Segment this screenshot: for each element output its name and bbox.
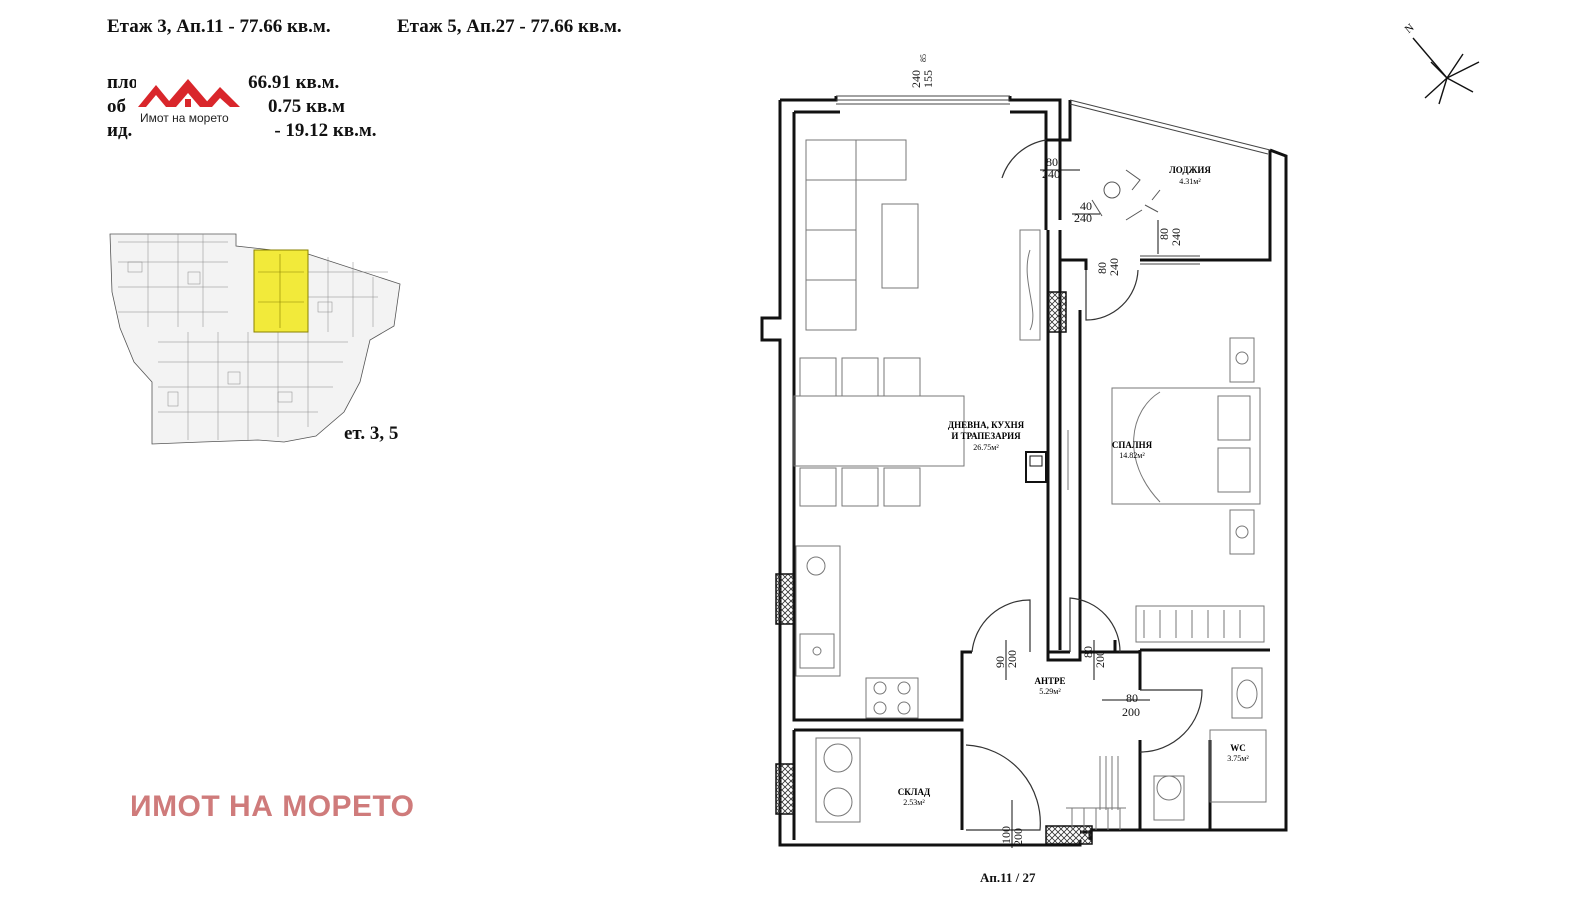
company-logo: Имот на морето [136, 77, 244, 129]
dim-living-door-w: 90 [993, 656, 1007, 668]
dim-top-window-sill: 85 [919, 54, 928, 62]
watermark: ИМОТ НА МОРЕТО [130, 790, 415, 823]
bathroom-fixtures [815, 667, 1267, 830]
logo-text: Имот на морето [140, 111, 229, 125]
dim-loggia-small-w: 40 [1080, 199, 1092, 213]
dim-bedroom-door-w: 80 [1081, 646, 1095, 658]
dim-top-window-w: 240 [909, 70, 923, 88]
dim-bedroom-door-h: 200 [1093, 650, 1107, 668]
living-furniture [793, 139, 1041, 719]
living-name-1: ДНЕВНА, КУХНЯ [948, 420, 1025, 430]
dim-wc-door-w: 80 [1126, 691, 1138, 705]
dim-loggia-small-h: 240 [1074, 211, 1092, 225]
living-name-2: И ТРАПЕЗАРИЯ [951, 431, 1021, 441]
dim-top-window-h: 155 [921, 70, 935, 88]
floor5-title: Етаж 5, Ап.27 - 77.66 кв.м. [397, 16, 622, 37]
bedroom-furniture [1067, 337, 1265, 643]
hall-area: 5.29м² [1039, 687, 1061, 696]
dim-entry-door-h: 200 [1011, 828, 1025, 846]
door-swings [965, 139, 1203, 831]
dim-living-door-h: 200 [1005, 650, 1019, 668]
floor-label: ет. 3, 5 [344, 423, 399, 444]
key-plan [109, 233, 401, 445]
storage-area: 2.53м² [903, 798, 925, 807]
floor-plan: ДНЕВНА, КУХНЯ И ТРАПЕЗАРИЯ СПАЛНЯ ЛОДЖИЯ… [760, 54, 1288, 848]
exterior-walls [760, 96, 1288, 847]
area-value-2: 0.75 кв.м [268, 96, 345, 117]
highlighted-apartment [253, 249, 309, 333]
area-line-3: ид.- 19.12 кв.м. [107, 120, 377, 141]
floor3-title: Етаж 3, Ап.11 - 77.66 кв.м. [107, 16, 331, 37]
wc-area: 3.75м² [1227, 754, 1249, 763]
area-value-1: 66.91 кв.м. [248, 72, 340, 93]
wc-name: WC [1230, 743, 1246, 753]
house-roof-icon [138, 79, 240, 107]
dim-bed-win-h: 240 [1169, 228, 1183, 246]
dim-bed-door-w: 80 [1095, 262, 1109, 274]
storage-name: СКЛАД [898, 787, 931, 797]
bedroom-name: СПАЛНЯ [1112, 440, 1153, 450]
dim-bed-door-h: 240 [1107, 258, 1121, 276]
dim-loggia-door-w: 80 [1046, 155, 1058, 169]
living-area: 26.75м² [973, 443, 999, 452]
dim-wc-door-h: 200 [1122, 705, 1140, 719]
compass-north-label: N [1403, 22, 1417, 36]
area-value-3: - 19.12 кв.м. [274, 120, 377, 141]
loggia-name: ЛОДЖИЯ [1169, 165, 1211, 175]
dim-bed-win-w: 80 [1157, 228, 1171, 240]
bedroom-area: 14.82м² [1119, 451, 1145, 460]
compass-icon: N [1403, 22, 1480, 105]
hall-name: АНТРЕ [1034, 676, 1065, 686]
dim-loggia-door-h: 240 [1042, 167, 1060, 181]
dim-entry-door-w: 100 [999, 826, 1013, 844]
loggia-area: 4.31м² [1179, 177, 1201, 186]
apartment-caption: Ап.11 / 27 [980, 870, 1036, 885]
